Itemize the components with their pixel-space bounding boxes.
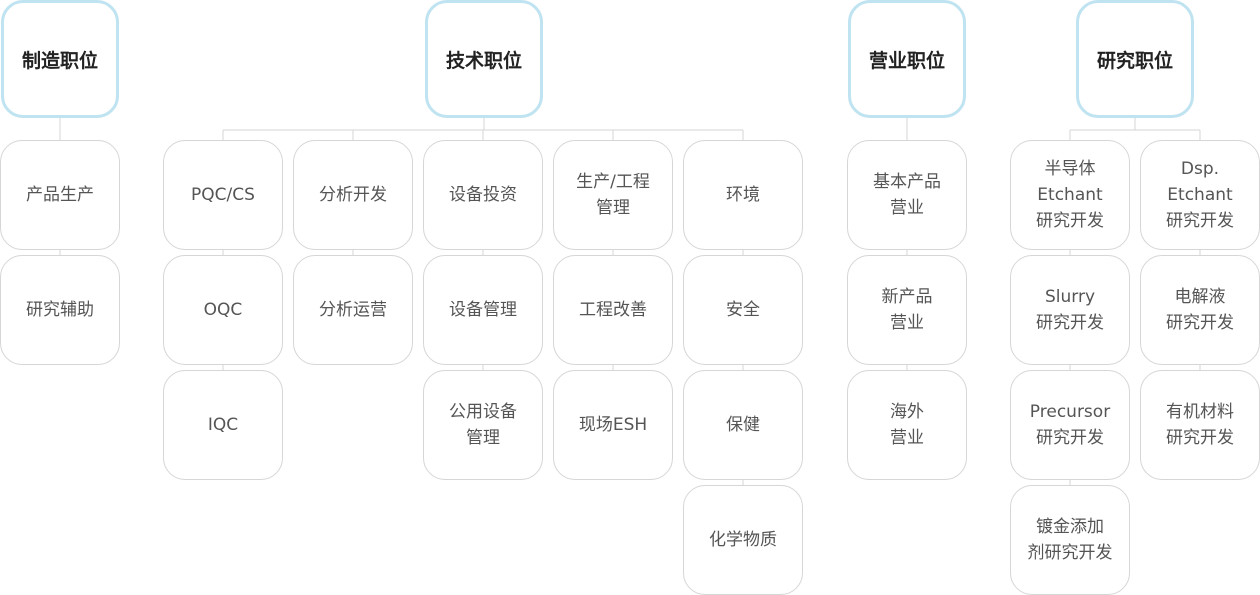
position-box: 生产/工程 管理 xyxy=(553,140,673,250)
position-box: 研究辅助 xyxy=(0,255,120,365)
position-box: 公用设备 管理 xyxy=(423,370,543,480)
position-box: 安全 xyxy=(683,255,803,365)
position-box: 工程改善 xyxy=(553,255,673,365)
position-box: Dsp. Etchant 研究开发 xyxy=(1140,140,1260,250)
position-box: PQC/CS xyxy=(163,140,283,250)
position-box: IQC xyxy=(163,370,283,480)
position-box: 产品生产 xyxy=(0,140,120,250)
position-box: Slurry 研究开发 xyxy=(1010,255,1130,365)
position-box: 电解液 研究开发 xyxy=(1140,255,1260,365)
position-box: 现场ESH xyxy=(553,370,673,480)
department-header: 制造职位 xyxy=(1,0,119,118)
position-box: OQC xyxy=(163,255,283,365)
position-box: 海外 营业 xyxy=(847,370,967,480)
position-box: 半导体 Etchant 研究开发 xyxy=(1010,140,1130,250)
department-header: 技术职位 xyxy=(425,0,543,118)
position-box: 新产品 营业 xyxy=(847,255,967,365)
department-header: 研究职位 xyxy=(1076,0,1194,118)
position-box: 有机材料 研究开发 xyxy=(1140,370,1260,480)
position-box: 设备管理 xyxy=(423,255,543,365)
position-box: 设备投资 xyxy=(423,140,543,250)
position-box: 保健 xyxy=(683,370,803,480)
position-box: 分析开发 xyxy=(293,140,413,250)
position-box: 分析运营 xyxy=(293,255,413,365)
position-box: Precursor 研究开发 xyxy=(1010,370,1130,480)
position-box: 镀金添加 剂研究开发 xyxy=(1010,485,1130,595)
position-box: 化学物质 xyxy=(683,485,803,595)
position-box: 环境 xyxy=(683,140,803,250)
position-box: 基本产品 营业 xyxy=(847,140,967,250)
department-header: 营业职位 xyxy=(848,0,966,118)
